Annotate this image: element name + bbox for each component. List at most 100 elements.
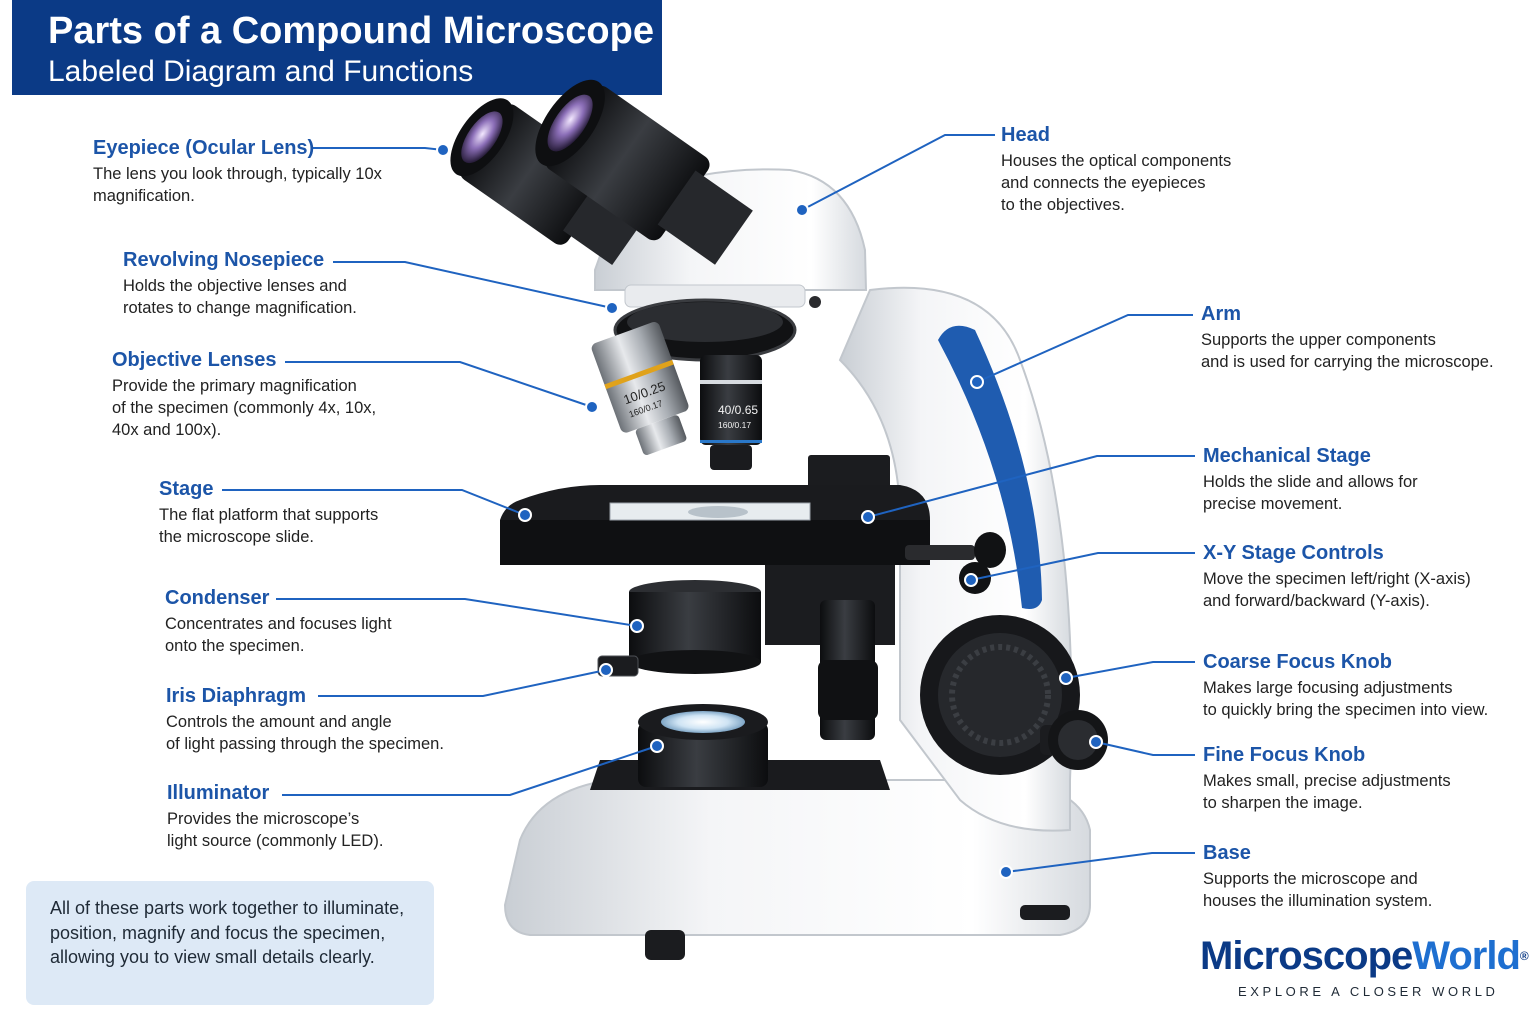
arm-stripe	[938, 325, 1042, 609]
label-nosepiece-desc: Holds the objective lenses and rotates t…	[123, 275, 357, 319]
base-foot-right	[1020, 905, 1070, 920]
label-base-desc: Supports the microscope and houses the i…	[1203, 868, 1432, 912]
page-title: Parts of a Compound Microscope	[48, 10, 654, 52]
desc-line: light source (commonly LED).	[167, 832, 384, 850]
leader-condenser	[276, 598, 638, 627]
coarse-focus-knob-grip	[949, 644, 1051, 746]
desc-line: the microscope slide.	[159, 528, 314, 546]
dot-condenser	[630, 619, 644, 633]
desc-line: and connects the eyepieces	[1001, 174, 1206, 192]
stage-control-knob-lower	[818, 660, 878, 720]
label-nosepiece-name: Revolving Nosepiece	[123, 249, 325, 271]
desc-line: Holds the slide and allows for	[1203, 473, 1418, 491]
leader-xy	[970, 552, 1195, 581]
desc-line: Controls the amount and angle	[166, 713, 392, 731]
label-mechstage-desc: Holds the slide and allows for precise m…	[1203, 471, 1418, 515]
label-illuminator-name: Illuminator	[167, 782, 270, 804]
eyepiece-tubes	[450, 79, 753, 266]
label-coarse-name: Coarse Focus Knob	[1203, 651, 1392, 673]
leader-head	[801, 134, 995, 211]
fine-focus-knob-face	[1058, 720, 1098, 760]
leader-base	[1005, 852, 1195, 873]
label-arm: Arm Supports the upper components and is…	[1201, 302, 1494, 373]
desc-line: Supports the microscope and	[1203, 870, 1418, 888]
label-head-desc: Houses the optical components and connec…	[1001, 150, 1231, 216]
desc-line: of the specimen (commonly 4x, 10x,	[112, 399, 377, 417]
desc-line: houses the illumination system.	[1203, 892, 1433, 910]
desc-line: Makes small, precise adjustments	[1203, 772, 1451, 790]
objective-10x: 10/0.25 160/0.17	[591, 322, 689, 455]
desc-line: of light passing through the specimen.	[166, 735, 444, 753]
dot-stage	[518, 508, 532, 522]
label-mechstage: Mechanical Stage Holds the slide and all…	[1203, 444, 1418, 515]
leader-iris	[318, 669, 607, 697]
label-objectives: Objective Lenses Provide the primary mag…	[112, 348, 376, 441]
condenser-bottom	[629, 650, 761, 674]
illuminator-housing	[638, 722, 768, 787]
label-objectives-name: Objective Lenses	[112, 349, 277, 371]
label-condenser: Condenser Concentrates and focuses light…	[165, 586, 392, 657]
label-stage-desc: The flat platform that supports the micr…	[159, 504, 378, 548]
label-xy: X-Y Stage Controls Move the specimen lef…	[1203, 541, 1471, 612]
label-nosepiece: Revolving Nosepiece Holds the objective …	[123, 248, 357, 319]
label-illuminator-desc: Provides the microscope’s light source (…	[167, 808, 383, 852]
label-xy-desc: Move the specimen left/right (X-axis) an…	[1203, 568, 1471, 612]
illuminator-lens	[661, 711, 745, 733]
label-base: Base Supports the microscope and houses …	[1203, 841, 1432, 912]
leader-nosepiece	[333, 261, 613, 309]
coarse-focus-knob-face	[938, 633, 1062, 757]
label-condenser-name: Condenser	[165, 587, 270, 609]
desc-line: magnification.	[93, 187, 195, 205]
label-fine-name: Fine Focus Knob	[1203, 744, 1366, 766]
label-condenser-desc: Concentrates and focuses light onto the …	[165, 613, 392, 657]
label-head-name: Head	[1001, 124, 1050, 146]
desc-line: to sharpen the image.	[1203, 794, 1363, 812]
page-subtitle: Labeled Diagram and Functions	[48, 55, 474, 88]
logo-word-world: World	[1412, 934, 1521, 978]
label-mechstage-name: Mechanical Stage	[1203, 445, 1371, 467]
brand-logo: MicroscopeWorld® EXPLORE A CLOSER WORLD	[1200, 934, 1529, 999]
desc-line: Holds the objective lenses and	[123, 277, 347, 295]
label-iris-name: Iris Diaphragm	[166, 685, 307, 707]
xy-shaft	[905, 545, 975, 560]
desc-line: Move the specimen left/right (X-axis)	[1203, 570, 1471, 588]
desc-line: Provides the microscope’s	[167, 810, 360, 828]
label-stage-name: Stage	[159, 478, 214, 500]
label-eyepiece-name: Eyepiece (Ocular Lens)	[93, 137, 315, 159]
dot-fine	[1089, 735, 1103, 749]
slide-specimen	[688, 506, 748, 518]
desc-line: 40x and 100x).	[112, 421, 222, 439]
dot-arm	[970, 375, 984, 389]
dot-eyepiece	[436, 143, 450, 157]
desc-line: precise movement.	[1203, 495, 1343, 513]
desc-line: Houses the optical components	[1001, 152, 1232, 170]
base-body	[503, 779, 1091, 936]
desc-line: The lens you look through, typically 10x	[93, 165, 382, 183]
logo-wordmark: MicroscopeWorld®	[1200, 934, 1529, 978]
label-coarse: Coarse Focus Knob Makes large focusing a…	[1203, 650, 1488, 721]
leader-arm	[976, 314, 1193, 383]
label-fine: Fine Focus Knob Makes small, precise adj…	[1203, 743, 1451, 814]
title-banner: Parts of a Compound Microscope Labeled D…	[12, 0, 662, 95]
objective-40x: 40/0.65 160/0.17	[700, 355, 762, 470]
desc-line: to quickly bring the specimen into view.	[1203, 701, 1489, 719]
base-foot-left	[645, 930, 685, 960]
dot-illuminator	[650, 739, 664, 753]
dot-mechstage	[861, 510, 875, 524]
desc-line: Provide the primary magnification	[112, 377, 357, 395]
leader-coarse	[1065, 661, 1195, 679]
label-xy-name: X-Y Stage Controls	[1203, 542, 1384, 564]
summary-box: All of these parts work together to illu…	[26, 881, 434, 1005]
label-eyepiece: Eyepiece (Ocular Lens) The lens you look…	[93, 136, 382, 207]
label-iris: Iris Diaphragm Controls the amount and a…	[166, 684, 444, 755]
leader-illuminator	[282, 745, 658, 796]
label-arm-name: Arm	[1201, 303, 1242, 325]
leader-mechstage	[867, 455, 1195, 518]
desc-line: Concentrates and focuses light	[165, 615, 392, 633]
dot-nosepiece	[605, 301, 619, 315]
dot-coarse	[1059, 671, 1073, 685]
leader-lines	[222, 134, 1195, 873]
label-eyepiece-desc: The lens you look through, typically 10x…	[93, 163, 382, 207]
dot-head	[795, 203, 809, 217]
